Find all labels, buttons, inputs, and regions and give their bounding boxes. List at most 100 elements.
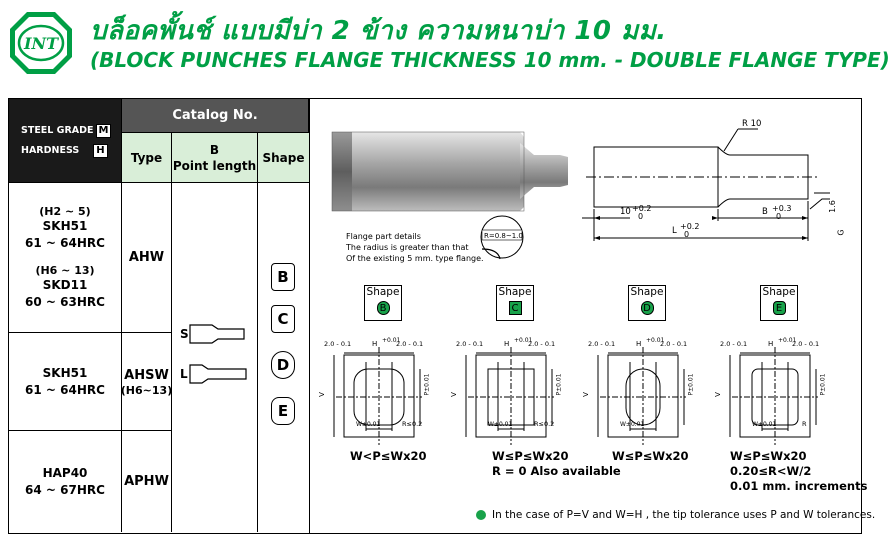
material-name: SKD11 bbox=[42, 277, 88, 292]
material-hardness: 60 ~ 63HRC bbox=[25, 294, 105, 309]
v-label: V bbox=[449, 392, 458, 397]
material-hardness: 64 ~ 67HRC bbox=[25, 482, 105, 497]
h-tol: +0.01 bbox=[646, 337, 665, 344]
tol-l-zero: 0 bbox=[684, 230, 690, 239]
material-hardness: 61 ~ 64HRC bbox=[25, 235, 105, 250]
p-label: P±0.01 bbox=[423, 373, 431, 396]
material-cell-3: HAP40 64 ~ 67HRC bbox=[9, 431, 122, 532]
p-label: P±0.01 bbox=[819, 373, 827, 396]
footnote: In the case of P=V and W=H , the tip tol… bbox=[476, 509, 875, 521]
side-dim-right: 2.0 - 0.1 bbox=[528, 340, 556, 348]
type-cell-ahw: AHW bbox=[122, 183, 172, 333]
material-cell-2: SKH51 61 ~ 64HRC bbox=[9, 333, 122, 431]
condition-line: W≤P≤Wx20 bbox=[730, 449, 807, 463]
shape-tag-label: Shape bbox=[762, 286, 796, 298]
shape-tag-e: Shape E bbox=[760, 285, 798, 321]
hardness-box: H bbox=[93, 143, 108, 158]
shape-c-icon: C bbox=[271, 305, 295, 333]
shape-b-badge-icon: B bbox=[376, 301, 390, 315]
h-tol: +0.01 bbox=[382, 337, 401, 344]
material-name: SKH51 bbox=[42, 365, 88, 380]
point-label-s: S bbox=[180, 327, 189, 341]
shape-cell: B C D E bbox=[258, 183, 309, 532]
material-cell-1: (H2 ~ 5) SKH51 61 ~ 64HRC (H6 ~ 13) SKD1… bbox=[9, 183, 122, 333]
type-range: (H6~13) bbox=[120, 383, 173, 397]
shape-tag-c: Shape C bbox=[496, 285, 534, 321]
r-label: R≤0.2 bbox=[402, 420, 423, 428]
side-dim-right: 2.0 - 0.1 bbox=[792, 340, 820, 348]
logo-text: INT bbox=[23, 34, 59, 53]
steel-grade-box: M bbox=[95, 123, 112, 138]
page-header: INT บล็อคพั้นช์ แบบมีบ่า 2 ข้าง ความหนาบ… bbox=[0, 0, 890, 90]
h-label: H bbox=[768, 340, 774, 348]
tol-10-zero: 0 bbox=[638, 212, 644, 221]
material-name: HAP40 bbox=[42, 465, 88, 480]
condition-line: 0.01 mm. increments bbox=[730, 479, 868, 493]
condition-line: W≤P≤Wx20 bbox=[612, 449, 689, 463]
catalog-no-header: Catalog No. bbox=[122, 99, 309, 133]
condition-b: W<P≤Wx20 bbox=[350, 449, 427, 464]
w-label: W±0.01 bbox=[488, 421, 513, 428]
p-label: P±0.01 bbox=[555, 373, 563, 396]
w-label: W±0.01 bbox=[620, 421, 645, 428]
material-hardness: 61 ~ 64HRC bbox=[25, 382, 105, 397]
shape-b-icon: B bbox=[271, 263, 295, 291]
type-name: AHSW bbox=[124, 367, 169, 383]
dim-10: 10 bbox=[620, 207, 631, 217]
drawing-panel: R 10 10 +0.2 0 B +0.3 0 L +0.2 0 1.6 G F… bbox=[310, 98, 875, 534]
steel-grade-label: STEEL GRADE bbox=[21, 124, 94, 136]
r10-label: R 10 bbox=[742, 119, 762, 129]
h-tol: +0.01 bbox=[514, 337, 533, 344]
point-length-symbols-icon bbox=[189, 324, 247, 384]
shape-e-badge-icon: E bbox=[772, 301, 786, 315]
shape-c-badge-icon: C bbox=[508, 301, 522, 315]
side-dim-right: 2.0 - 0.1 bbox=[396, 340, 424, 348]
dim-l: L bbox=[672, 226, 677, 236]
condition-d: W≤P≤Wx20 bbox=[612, 449, 689, 464]
side-dim-left: 2.0 - 0.1 bbox=[324, 340, 352, 348]
point-length-cell: S L bbox=[172, 183, 258, 532]
r-label: R≤0.2 bbox=[534, 420, 555, 428]
condition-line: 0.20≤R<W/2 bbox=[730, 464, 812, 478]
material-name: SKH51 bbox=[42, 218, 88, 233]
w-label: W±0.01 bbox=[356, 421, 381, 428]
v-label: V bbox=[713, 392, 722, 397]
w-label: W±0.01 bbox=[752, 421, 777, 428]
shape-d-icon: D bbox=[271, 351, 295, 379]
shape-tag-d: Shape D bbox=[628, 285, 666, 321]
tol-10-plus: +0.2 bbox=[632, 204, 652, 213]
condition-line: W<P≤Wx20 bbox=[350, 449, 427, 463]
r-label: R bbox=[802, 420, 807, 428]
tol-b-zero: 0 bbox=[776, 212, 782, 221]
type-cell-aphw: APHW bbox=[122, 431, 172, 532]
side-dim-left: 2.0 - 0.1 bbox=[456, 340, 484, 348]
shape-tag-label: Shape bbox=[366, 286, 400, 298]
flange-note-1: Flange part details bbox=[346, 232, 421, 241]
title-thai: บล็อคพั้นช์ แบบมีบ่า 2 ข้าง ความหนาบ่า 1… bbox=[90, 16, 667, 46]
material-range: (H2 ~ 5) bbox=[39, 204, 91, 218]
green-dot-icon bbox=[476, 510, 486, 520]
punch-drawing-icon bbox=[331, 128, 830, 445]
shape-header: Shape bbox=[258, 133, 309, 183]
h-label: H bbox=[504, 340, 510, 348]
int-logo-icon: INT bbox=[10, 12, 72, 74]
condition-line: R = 0 Also available bbox=[492, 464, 621, 478]
condition-c: W≤P≤Wx20 R = 0 Also available bbox=[492, 449, 621, 479]
shape-tag-label: Shape bbox=[498, 286, 532, 298]
tol-b-plus: +0.3 bbox=[772, 204, 792, 213]
v-label: V bbox=[317, 392, 326, 397]
shape-tag-b: Shape B bbox=[364, 285, 402, 321]
dim-1-6: 1.6 bbox=[827, 200, 837, 213]
title-english: (BLOCK PUNCHES FLANGE THICKNESS 10 mm. -… bbox=[90, 48, 890, 72]
flange-note-3: Of the existing 5 mm. type flange. bbox=[346, 254, 484, 263]
point-label-l: L bbox=[180, 367, 188, 381]
material-range: (H6 ~ 13) bbox=[35, 263, 95, 277]
side-dim-left: 2.0 - 0.1 bbox=[720, 340, 748, 348]
footnote-text: In the case of P=V and W=H , the tip tol… bbox=[492, 509, 876, 521]
type-cell-ahsw: AHSW (H6~13) bbox=[120, 333, 173, 431]
b-label: B bbox=[209, 142, 220, 157]
shape-tag-label: Shape bbox=[630, 286, 664, 298]
h-tol: +0.01 bbox=[778, 337, 797, 344]
